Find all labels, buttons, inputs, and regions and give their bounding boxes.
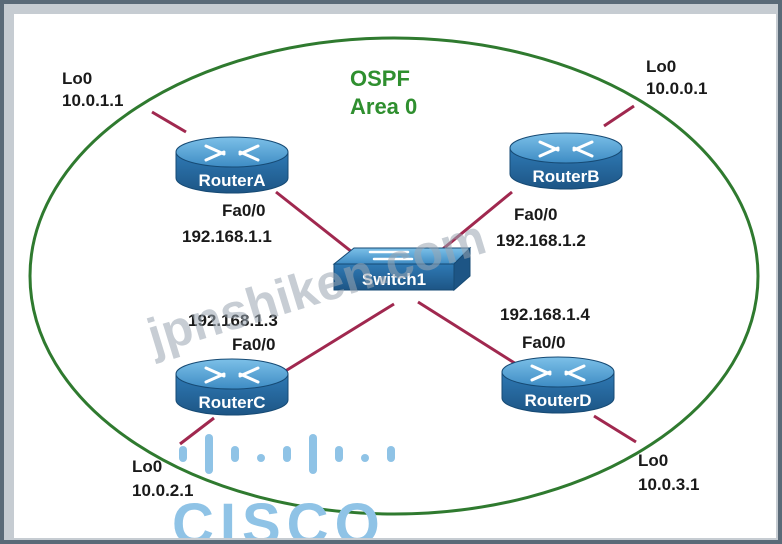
router-d-fa-ip: 192.168.1.4 xyxy=(500,305,590,324)
router-a-fa-label: Fa0/0 xyxy=(222,201,265,220)
link-a-loopback xyxy=(151,110,187,134)
ospf-area-boundary xyxy=(28,36,760,516)
router-b-lo-ip: 10.0.0.1 xyxy=(646,79,707,98)
router-c: RouterC xyxy=(175,358,289,416)
router-arrows-icon xyxy=(204,144,260,162)
router-a: RouterA xyxy=(175,136,289,194)
router-c-fa-label: Fa0/0 xyxy=(232,335,275,354)
router-arrows-icon xyxy=(530,364,586,382)
router-c-lo-label: Lo0 xyxy=(132,457,162,476)
cisco-logo-text: CISCO xyxy=(172,492,386,538)
router-d-lo-ip: 10.0.3.1 xyxy=(638,475,699,494)
link-c-loopback xyxy=(179,416,215,446)
network-diagram: RouterA RouterB RouterC xyxy=(14,14,776,538)
router-arrows-icon xyxy=(204,366,260,384)
router-d-name: RouterD xyxy=(524,391,591,410)
router-b-fa-ip: 192.168.1.2 xyxy=(496,231,586,250)
router-c-fa-ip: 192.168.1.3 xyxy=(188,311,278,330)
router-a-fa-ip: 192.168.1.1 xyxy=(182,227,272,246)
link-b-loopback xyxy=(603,104,635,128)
cisco-logo: CISCO xyxy=(172,434,395,538)
image-frame: RouterA RouterB RouterC xyxy=(4,4,778,540)
topology-svg: RouterA RouterB RouterC xyxy=(28,36,760,538)
link-c-switch xyxy=(273,302,395,380)
router-a-name: RouterA xyxy=(198,171,265,190)
router-arrows-icon xyxy=(538,140,594,158)
router-d-fa-label: Fa0/0 xyxy=(522,333,565,352)
switch-1: Switch1 xyxy=(332,246,472,292)
router-d-lo-label: Lo0 xyxy=(638,451,668,470)
router-a-lo-label: Lo0 xyxy=(62,69,92,88)
router-b-lo-label: Lo0 xyxy=(646,57,676,76)
area-label-ospf: OSPF xyxy=(350,66,410,91)
switch-1-name: Switch1 xyxy=(362,270,426,289)
switch-arrows-icon xyxy=(368,250,414,261)
link-d-switch xyxy=(417,300,533,376)
router-b-name: RouterB xyxy=(532,167,599,186)
router-a-lo-ip: 10.0.1.1 xyxy=(62,91,123,110)
router-b: RouterB xyxy=(509,132,623,190)
router-c-name: RouterC xyxy=(198,393,265,412)
router-d: RouterD xyxy=(501,356,615,414)
link-d-loopback xyxy=(593,414,637,444)
router-b-fa-label: Fa0/0 xyxy=(514,205,557,224)
area-label-area0: Area 0 xyxy=(350,94,417,119)
router-c-lo-ip: 10.0.2.1 xyxy=(132,481,193,500)
